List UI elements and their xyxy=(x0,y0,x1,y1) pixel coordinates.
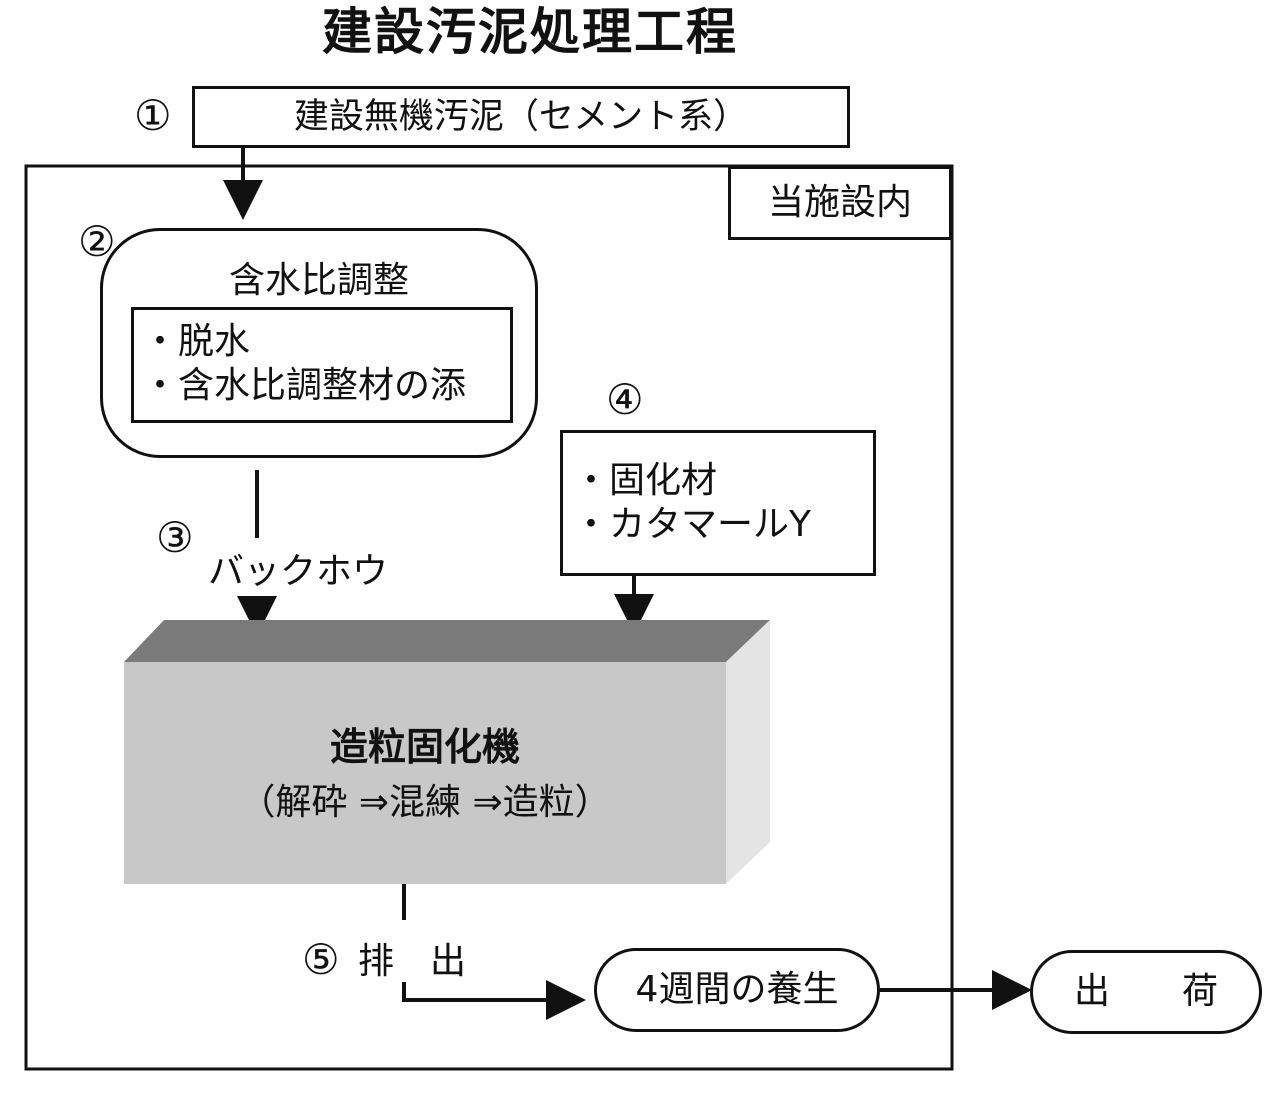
machine-title: 造粒固化機 xyxy=(329,725,520,769)
facility-boundary xyxy=(24,164,954,1071)
discharge-label: 排 出 xyxy=(358,941,467,982)
transport-label: バックホウ xyxy=(208,551,389,592)
diagram-title: 建設汚泥処理工程 xyxy=(322,3,738,61)
machine-side-face xyxy=(726,620,770,884)
input-box: 建設無機汚泥（セメント系） xyxy=(192,86,850,148)
moisture-item-additive: ・含水比調整材の添 xyxy=(142,365,467,406)
moisture-items-box: ・脱水 ・含水比調整材の添 xyxy=(131,307,513,423)
step-number-5: ⑤ xyxy=(302,935,340,984)
machine-top-face xyxy=(124,620,770,662)
additive-item-solidifier: ・固化材 xyxy=(573,460,718,501)
moisture-item-dewatering: ・脱水 xyxy=(142,321,251,362)
step-number-1: ① xyxy=(134,91,172,140)
machine-front-face xyxy=(124,662,726,884)
facility-label-box: 当施設内 xyxy=(728,166,952,240)
facility-label: 当施設内 xyxy=(767,182,912,223)
step-number-4: ④ xyxy=(606,375,644,424)
curing-box: 4週間の養生 xyxy=(594,948,880,1032)
step-number-3: ③ xyxy=(156,513,194,562)
moisture-adjustment-box: 含水比調整 ・脱水 ・含水比調整材の添 xyxy=(100,228,538,458)
shipping-label: 出 荷 xyxy=(1073,971,1218,1012)
machine-subtitle: （解砕 ⇒混練 ⇒造粒） xyxy=(239,782,611,823)
input-label: 建設無機汚泥（セメント系） xyxy=(293,97,749,137)
curing-label: 4週間の養生 xyxy=(635,969,839,1010)
moisture-title: 含水比調整 xyxy=(228,260,409,301)
additive-box: ・固化材 ・カタマールY xyxy=(560,430,876,576)
additive-item-katamaru: ・カタマールY xyxy=(573,504,811,545)
shipping-box: 出 荷 xyxy=(1030,950,1262,1034)
